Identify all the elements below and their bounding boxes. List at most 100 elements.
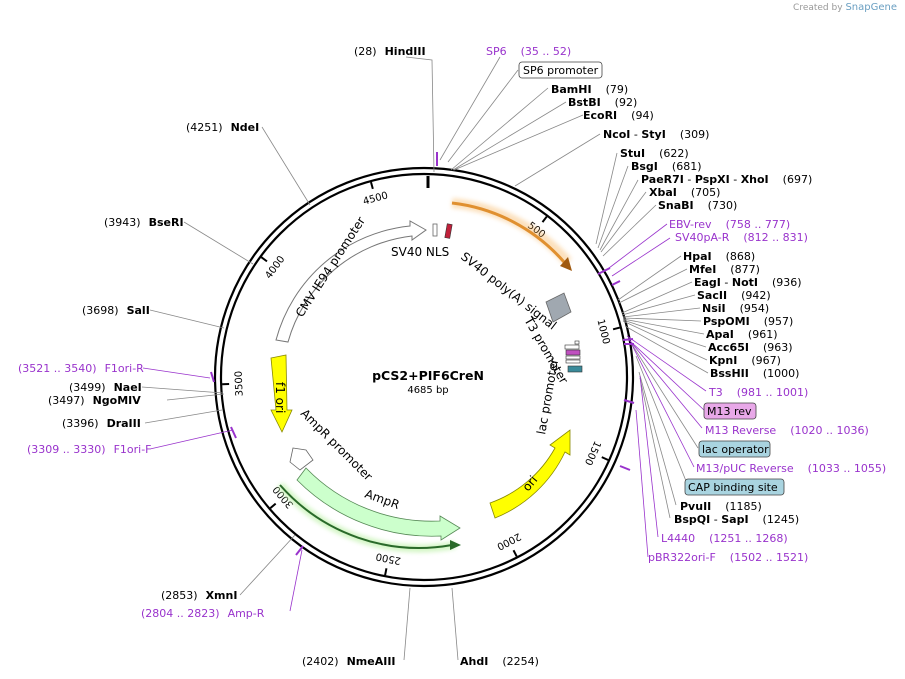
ncoi-sep: - xyxy=(630,128,641,141)
bamhi-name: BamHI xyxy=(551,83,592,96)
hindiii-pos: (28) xyxy=(354,45,377,58)
bsshii-pos: (1000) xyxy=(763,367,800,380)
sv40-polya-arrow xyxy=(451,198,572,271)
sp6-promoter-label: SP6 promoter xyxy=(523,64,599,77)
site-marks xyxy=(210,152,635,556)
svg-text:BssHII(1000): BssHII (1000) xyxy=(710,367,799,380)
lac-operator-label: lac operator xyxy=(702,443,769,456)
svg-text:(4251)NdeI: (4251)NdeI xyxy=(186,121,259,134)
sacii-name: SacII xyxy=(697,289,727,302)
feature-arrows xyxy=(270,198,583,553)
m13-puc-reverse-pos: (1033 .. 1055) xyxy=(808,462,887,475)
svg-text:(3499)NaeI: (3499)NaeI xyxy=(69,381,142,394)
sp6-pos: (35 .. 52) xyxy=(521,45,572,58)
paer7i-name: PaeR7I xyxy=(641,173,684,186)
label-connectors xyxy=(141,56,709,661)
credit-prefix: Created by xyxy=(793,3,843,13)
eagi-sep: - xyxy=(721,276,732,289)
styi-name: StyI xyxy=(641,128,665,141)
svg-text:AhdI(2254): AhdI(2254) xyxy=(460,655,539,668)
svg-text:L4440(1251 .. 1268): L4440(1251 .. 1268) xyxy=(661,532,788,545)
site-labels: (28)HindIII SP6(35 .. 52) BamHI(79) BstB… xyxy=(18,45,886,668)
m13-puc-reverse-name: M13/pUC Reverse xyxy=(696,462,794,475)
sv40-nls-red xyxy=(444,223,453,239)
cmv-arrow xyxy=(275,220,427,343)
m13-rev-label: M13 rev xyxy=(707,405,752,418)
bsgi-pos: (681) xyxy=(672,160,702,173)
f1ori-r-pos: (3521 .. 3540) xyxy=(18,362,97,375)
svg-text:(2853)XmnI: (2853)XmnI xyxy=(161,589,237,602)
svg-text:StuI(622): StuI(622) xyxy=(620,147,689,160)
ampr-label: AmpR xyxy=(363,487,401,512)
sv40-polya-label: SV40 poly(A) signal xyxy=(458,249,559,332)
svg-text:KpnI(967): KpnI(967) xyxy=(709,354,781,367)
paer7i-sep: - xyxy=(684,173,695,186)
t3-pos: (981 .. 1001) xyxy=(737,386,809,399)
cap-site-label: CAP binding site xyxy=(688,481,778,494)
tick-label: 2000 xyxy=(495,530,523,551)
tick-label: 1000 xyxy=(594,318,611,345)
svg-text:(3943)BseRI: (3943)BseRI xyxy=(104,216,184,229)
svg-text:SV40pA-R(812 .. 831): SV40pA-R(812 .. 831) xyxy=(675,231,808,244)
sacii-pos: (942) xyxy=(741,289,771,302)
sp6-name: SP6 xyxy=(486,45,507,58)
bsgi-name: BsgI xyxy=(631,160,658,173)
ndei-name: NdeI xyxy=(231,121,260,134)
tick-mark xyxy=(384,568,388,576)
bspqi-name: BspQI xyxy=(674,513,710,526)
noti-name: NotI xyxy=(732,276,758,289)
svg-text:PspOMI(957): PspOMI (957) xyxy=(703,315,793,328)
feature-labels: SV40 NLS CMV IE94 promoter SV40 poly(A) … xyxy=(273,214,571,512)
xbai-pos: (705) xyxy=(691,186,721,199)
tick-label: 4000 xyxy=(263,254,287,281)
svg-text:PvuII(1185): PvuII(1185) xyxy=(680,500,762,513)
apai-pos: (961) xyxy=(748,328,778,341)
paer7i-sep2: - xyxy=(730,173,741,186)
svg-text:SP6(35 .. 52): SP6 (35 .. 52) xyxy=(486,45,571,58)
svg-text:T3(981 .. 1001): T3 (981 .. 1001) xyxy=(708,386,808,399)
tick-mark xyxy=(612,326,621,331)
hpai-name: HpaI xyxy=(683,250,712,263)
pspomi-name: PspOMI xyxy=(703,315,750,328)
svg-text:EcoRI(94): EcoRI(94) xyxy=(583,109,654,122)
sali-name: SalI xyxy=(127,304,150,317)
m13-reverse-name: M13 Reverse xyxy=(705,424,776,437)
f1ori-f-pos: (3309 .. 3330) xyxy=(27,443,106,456)
svg-text:SnaBI(730): SnaBI(730) xyxy=(658,199,737,212)
apai-name: ApaI xyxy=(706,328,734,341)
kpni-pos: (967) xyxy=(751,354,781,367)
svg-text:NsiI(954): NsiI (954) xyxy=(702,302,769,315)
ampr-promoter-arrow xyxy=(289,447,314,471)
svg-text:BsgI(681): BsgI (681) xyxy=(631,160,702,173)
f1-ori-arrow xyxy=(270,354,293,433)
pspomi-pos: (957) xyxy=(764,315,794,328)
svg-text:MfeI(877): MfeI(877) xyxy=(689,263,760,276)
l4440-pos: (1251 .. 1268) xyxy=(709,532,788,545)
pbr322ori-f-pos: (1502 .. 1521) xyxy=(730,551,809,564)
ncoi-pos: (309) xyxy=(680,128,710,141)
t3-name: T3 xyxy=(708,386,723,399)
tick-label: 1500 xyxy=(582,439,602,467)
sv40pa-r-name: SV40pA-R xyxy=(675,231,730,244)
svg-text:M13 Reverse(1020 .. 1036): M13 Reverse(1020 .. 1036) xyxy=(705,424,869,437)
nsii-pos: (954) xyxy=(740,302,770,315)
cmv-label: CMV IE94 promoter xyxy=(293,214,368,320)
xbai-name: XbaI xyxy=(649,186,677,199)
ebv-rev-name: EBV-rev xyxy=(669,218,712,231)
draiii-pos: (3396) xyxy=(62,417,99,430)
bsshii-name: BssHII xyxy=(710,367,749,380)
svg-text:PaeR7I - PspXI - XhoI(697): PaeR7I - PspXI - XhoI(697) xyxy=(641,173,812,186)
tick-mark xyxy=(370,181,374,190)
svg-text:M13/pUC Reverse(1033 .. 1055): M13/pUC Reverse (1033 .. 1055) xyxy=(696,462,886,475)
pvuii-pos: (1185) xyxy=(725,500,762,513)
plasmid-length: 4685 bp xyxy=(407,385,448,396)
snapgene-credit: Created by SnapGene xyxy=(793,2,897,13)
svg-text:ApaI(961): ApaI (961) xyxy=(706,328,778,341)
nmeaiii-name: NmeAIII xyxy=(347,655,396,668)
nsii-name: NsiI xyxy=(702,302,726,315)
ngomiv-name: NgoMIV xyxy=(93,394,142,407)
bspqi-sep: - xyxy=(710,513,721,526)
backbone xyxy=(213,166,635,588)
svg-text:EagI - NotI(936): EagI - NotI(936) xyxy=(694,276,802,289)
